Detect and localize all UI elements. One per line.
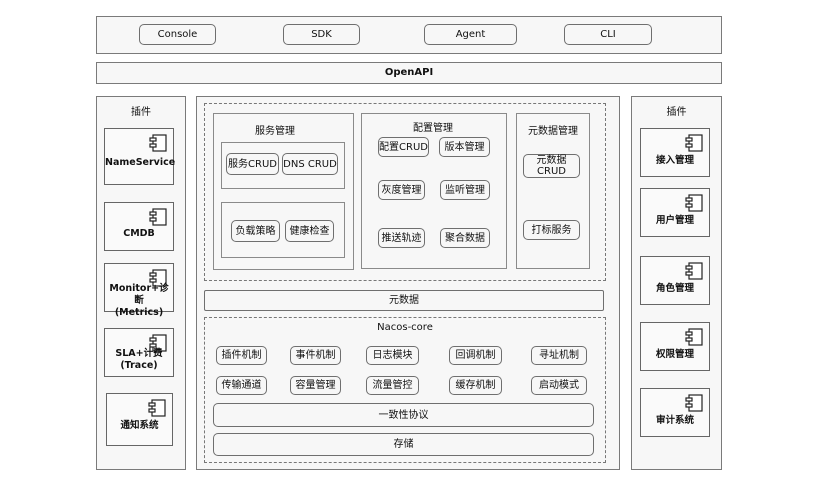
component-audit-system: 审计系统	[640, 388, 710, 437]
nacos-core-group	[204, 317, 606, 463]
component-icon	[148, 399, 166, 417]
component-label: 角色管理	[655, 283, 694, 294]
component-permission-management: 权限管理	[640, 322, 710, 371]
service-crud: 服务CRUD	[226, 153, 279, 175]
component-icon	[149, 334, 167, 352]
component-label: 审计系统	[655, 415, 694, 426]
openapi-bar: OpenAPI	[96, 62, 722, 84]
component-icon	[685, 134, 703, 152]
config-crud: 配置CRUD	[378, 137, 429, 157]
listen-management: 监听管理	[440, 180, 490, 200]
component-monitor: Monitor+诊断 (Metrics)	[104, 263, 174, 318]
component-label: 权限管理	[655, 349, 694, 360]
component-icon	[685, 394, 703, 412]
addressing-mechanism: 寻址机制	[531, 346, 587, 365]
cache-mechanism: 缓存机制	[449, 376, 502, 395]
component-nameservice: NameService	[104, 128, 176, 185]
load-strategy: 负载策略	[231, 220, 280, 242]
nacos-core-title: Nacos-core	[377, 322, 433, 333]
metadata-crud: 元数据 CRUD	[523, 154, 580, 178]
client-console: Console	[139, 24, 216, 45]
component-label: NameService	[105, 157, 176, 168]
log-module: 日志模块	[366, 346, 419, 365]
gray-management: 灰度管理	[378, 180, 425, 200]
component-label: 通知系统	[120, 420, 159, 431]
component-label: CMDB	[123, 228, 155, 239]
component-cmdb: CMDB	[104, 202, 174, 251]
tagging-service: 打标服务	[523, 220, 580, 240]
left-plugin-title: 插件	[131, 107, 151, 118]
component-label: SLA+计费 (Trace)	[115, 348, 163, 371]
component-user-management: 用户管理	[640, 188, 710, 237]
traffic-control: 流量管控	[366, 376, 419, 395]
service-management-title: 服务管理	[255, 126, 295, 137]
component-sla: SLA+计费 (Trace)	[104, 328, 174, 377]
component-role-management: 角色管理	[640, 256, 710, 305]
transport-channel: 传输通道	[216, 376, 267, 395]
component-label: Monitor+诊断 (Metrics)	[109, 283, 169, 318]
metadata-management-box	[516, 113, 590, 269]
health-check: 健康检查	[285, 220, 334, 242]
event-mechanism: 事件机制	[290, 346, 341, 365]
component-icon	[685, 328, 703, 346]
component-icon	[685, 262, 703, 280]
storage: 存储	[213, 433, 594, 456]
component-label: 接入管理	[655, 155, 694, 166]
version-management: 版本管理	[439, 137, 490, 157]
component-icon	[685, 194, 703, 212]
component-access-management: 接入管理	[640, 128, 710, 177]
capacity-management: 容量管理	[290, 376, 341, 395]
dns-crud: DNS CRUD	[282, 153, 338, 175]
client-agent: Agent	[424, 24, 517, 45]
config-management-title: 配置管理	[413, 123, 453, 134]
metadata-management-title: 元数据管理	[528, 126, 578, 137]
component-notification: 通知系统	[106, 393, 173, 446]
client-cli: CLI	[564, 24, 652, 45]
push-trace: 推送轨迹	[378, 228, 425, 248]
component-label: 用户管理	[655, 215, 694, 226]
right-plugin-title: 插件	[666, 107, 687, 118]
aggregate-data: 聚合数据	[440, 228, 490, 248]
startup-mode: 启动模式	[531, 376, 587, 395]
callback-mechanism: 回调机制	[449, 346, 502, 365]
client-sdk: SDK	[283, 24, 360, 45]
component-icon	[149, 208, 167, 226]
metadata-bar: 元数据	[204, 290, 604, 311]
component-icon	[149, 134, 167, 152]
plugin-mechanism: 插件机制	[216, 346, 267, 365]
consistency-protocol: 一致性协议	[213, 403, 594, 427]
component-icon	[149, 269, 167, 287]
management-dashed-group	[204, 103, 606, 281]
